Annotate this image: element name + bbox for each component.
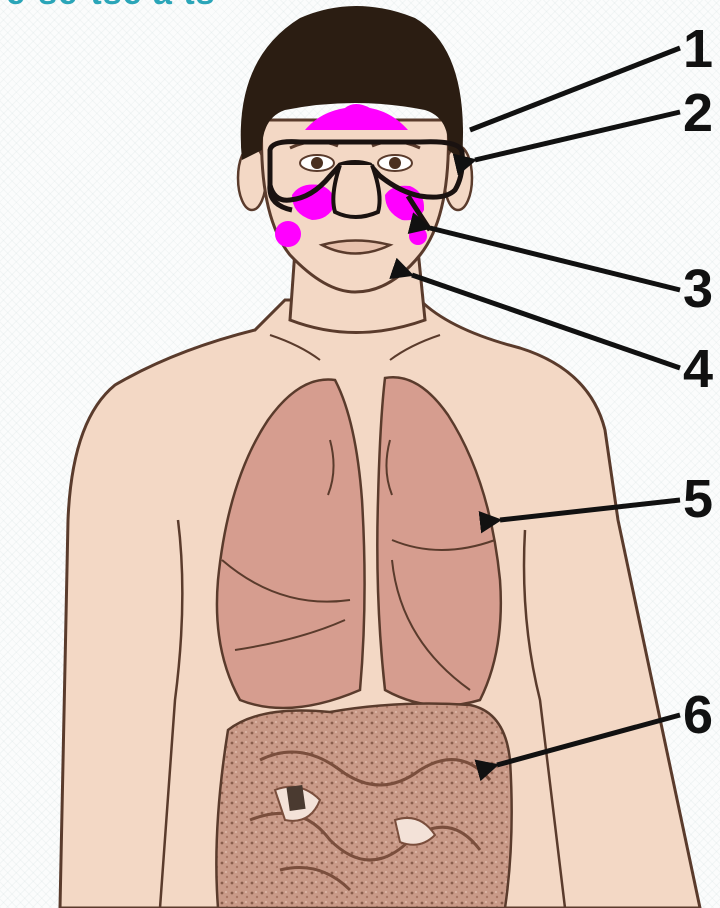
cheek-spot <box>275 221 301 247</box>
label-1: 1 <box>676 22 720 76</box>
intestines <box>216 704 511 908</box>
leader-3 <box>430 228 680 290</box>
label-6: 6 <box>676 688 720 742</box>
label-3: 3 <box>676 262 720 316</box>
frontal-sinus <box>305 104 408 130</box>
nose <box>333 165 379 217</box>
label-4: 4 <box>676 342 720 396</box>
label-2: 2 <box>676 86 720 140</box>
label-5: 5 <box>676 472 720 526</box>
leader-2 <box>475 112 680 160</box>
